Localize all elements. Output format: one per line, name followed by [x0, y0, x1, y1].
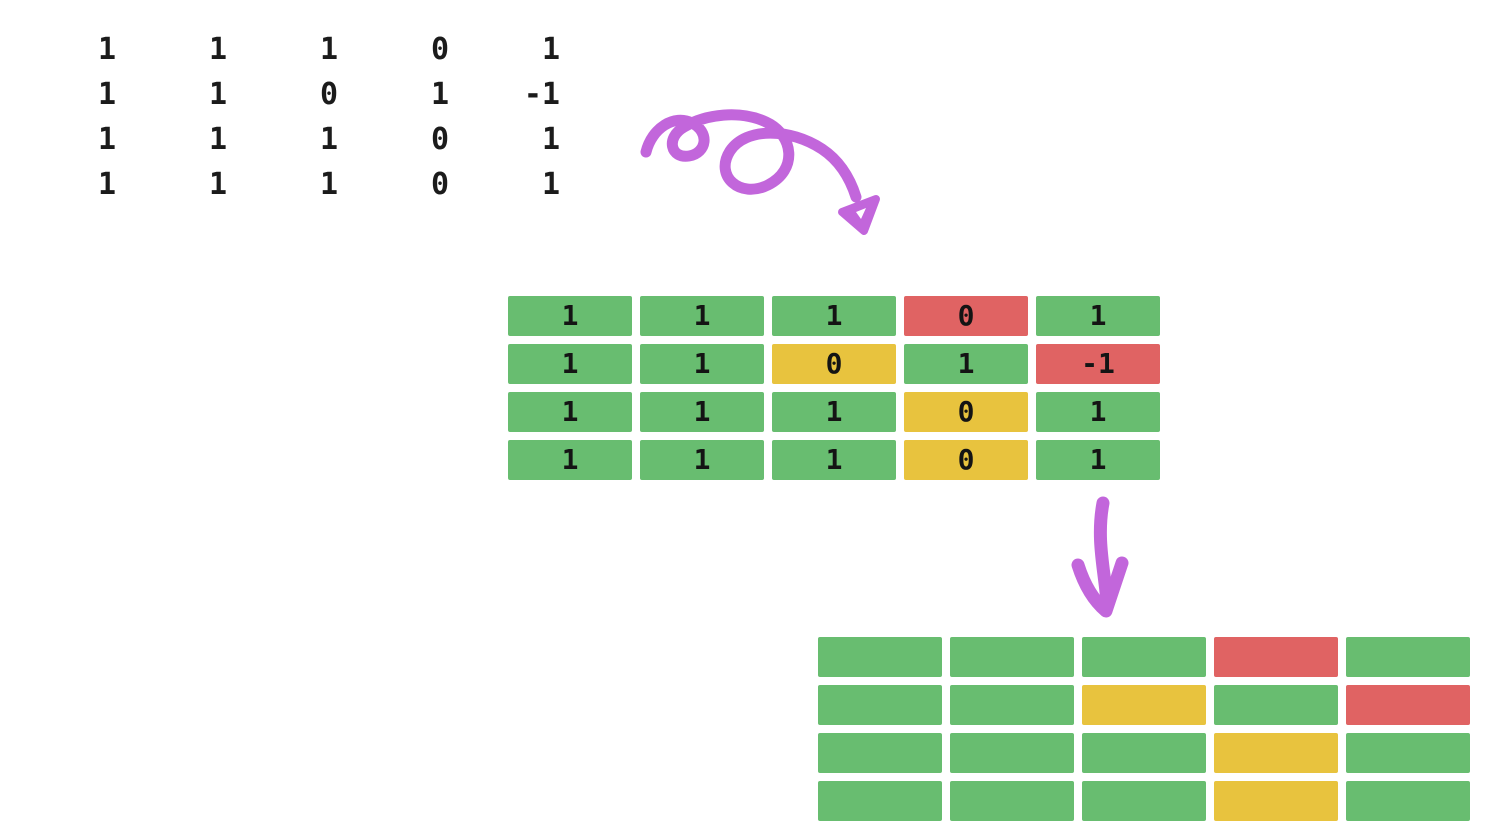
grid-cell — [950, 733, 1074, 773]
grid-cell: 1 — [1036, 440, 1160, 480]
grid-cell — [818, 637, 942, 677]
grid-cell — [1214, 733, 1338, 773]
matrix-value: 1 — [97, 32, 116, 67]
grid-cell — [818, 733, 942, 773]
matrix-value: 1 — [541, 167, 560, 202]
plain-grid — [818, 637, 1470, 821]
grid-cell — [818, 781, 942, 821]
matrix-value: 1 — [541, 32, 560, 67]
grid-cell: 1 — [640, 296, 764, 336]
grid-cell: 1 — [640, 344, 764, 384]
grid-cell: 0 — [904, 440, 1028, 480]
grid-cell: -1 — [1036, 344, 1160, 384]
grid-cell — [1214, 781, 1338, 821]
grid-cell: 1 — [508, 392, 632, 432]
grid-cell — [1214, 637, 1338, 677]
grid-cell — [1082, 637, 1206, 677]
grid-cell — [1346, 781, 1470, 821]
matrix-value: 1 — [319, 167, 338, 202]
labeled-grid: 1 1 1 0 1 1 1 0 1 -1 1 1 1 0 1 1 1 1 0 1 — [508, 296, 1160, 480]
grid-cell — [950, 637, 1074, 677]
source-matrix: 1 1 1 0 1 1 1 0 1 -1 1 1 1 0 1 1 1 1 0 1 — [5, 27, 560, 207]
matrix-value: 1 — [97, 122, 116, 157]
grid-cell — [950, 685, 1074, 725]
grid-cell: 1 — [508, 440, 632, 480]
grid-cell — [818, 685, 942, 725]
down-arrow-icon — [1071, 496, 1129, 618]
grid-cell — [1346, 685, 1470, 725]
grid-cell: 1 — [904, 344, 1028, 384]
matrix-value: 1 — [430, 77, 449, 112]
grid-cell: 1 — [1036, 392, 1160, 432]
matrix-value: 1 — [97, 77, 116, 112]
grid-cell: 1 — [772, 440, 896, 480]
matrix-value: 1 — [208, 122, 227, 157]
grid-cell: 1 — [508, 344, 632, 384]
grid-cell — [1082, 685, 1206, 725]
grid-cell: 1 — [772, 392, 896, 432]
grid-cell — [950, 781, 1074, 821]
grid-cell — [1082, 733, 1206, 773]
grid-cell: 0 — [772, 344, 896, 384]
matrix-value: 0 — [319, 77, 338, 112]
grid-cell — [1346, 637, 1470, 677]
grid-cell — [1082, 781, 1206, 821]
grid-cell — [1346, 733, 1470, 773]
matrix-value: 0 — [430, 122, 449, 157]
grid-cell — [1214, 685, 1338, 725]
matrix-value: 1 — [319, 122, 338, 157]
matrix-value: 0 — [430, 167, 449, 202]
grid-cell: 1 — [508, 296, 632, 336]
grid-cell: 1 — [1036, 296, 1160, 336]
matrix-value: 1 — [541, 122, 560, 157]
grid-cell: 1 — [640, 440, 764, 480]
matrix-value: 1 — [208, 167, 227, 202]
matrix-value: 1 — [319, 32, 338, 67]
grid-cell: 1 — [640, 392, 764, 432]
matrix-value: 1 — [208, 32, 227, 67]
matrix-value: 1 — [208, 77, 227, 112]
grid-cell: 1 — [772, 296, 896, 336]
matrix-value: 1 — [97, 167, 116, 202]
matrix-value: -1 — [523, 77, 560, 112]
curly-arrow-icon — [640, 109, 880, 235]
matrix-value: 0 — [430, 32, 449, 67]
grid-cell: 0 — [904, 392, 1028, 432]
grid-cell: 0 — [904, 296, 1028, 336]
